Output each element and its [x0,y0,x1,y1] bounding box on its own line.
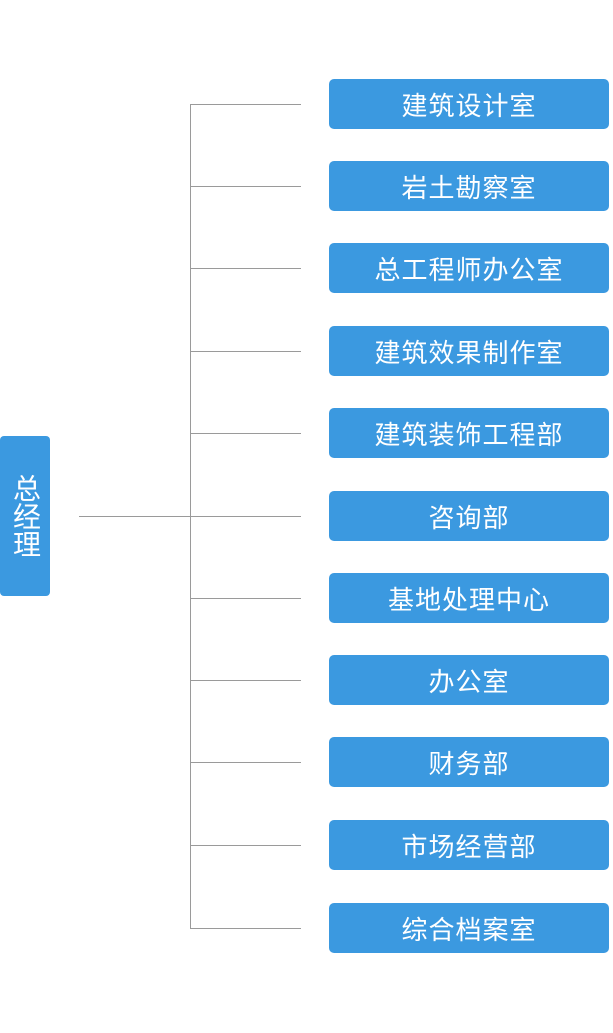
department-node: 基地处理中心 [329,573,609,623]
department-node: 建筑效果制作室 [329,326,609,376]
branch-connector-line [190,351,301,352]
branch-connector-line [190,598,301,599]
branch-connector-line [190,268,301,269]
root-node-label: 总经理 [9,474,42,558]
branch-connector-line [190,516,301,517]
branch-connector-line [190,845,301,846]
department-node: 综合档案室 [329,903,609,953]
branch-connector-line [190,433,301,434]
branch-connector-line [190,680,301,681]
root-node-general-manager: 总经理 [0,436,50,596]
department-node: 办公室 [329,655,609,705]
department-node: 建筑设计室 [329,79,609,129]
department-node: 市场经营部 [329,820,609,870]
branch-connector-line [190,104,301,105]
department-node: 咨询部 [329,491,609,541]
department-node: 总工程师办公室 [329,243,609,293]
branch-connector-line [190,928,301,929]
root-connector-line [79,516,190,517]
department-node: 建筑装饰工程部 [329,408,609,458]
department-node: 财务部 [329,737,609,787]
branch-connector-line [190,762,301,763]
branch-connector-line [190,186,301,187]
department-node: 岩土勘察室 [329,161,609,211]
